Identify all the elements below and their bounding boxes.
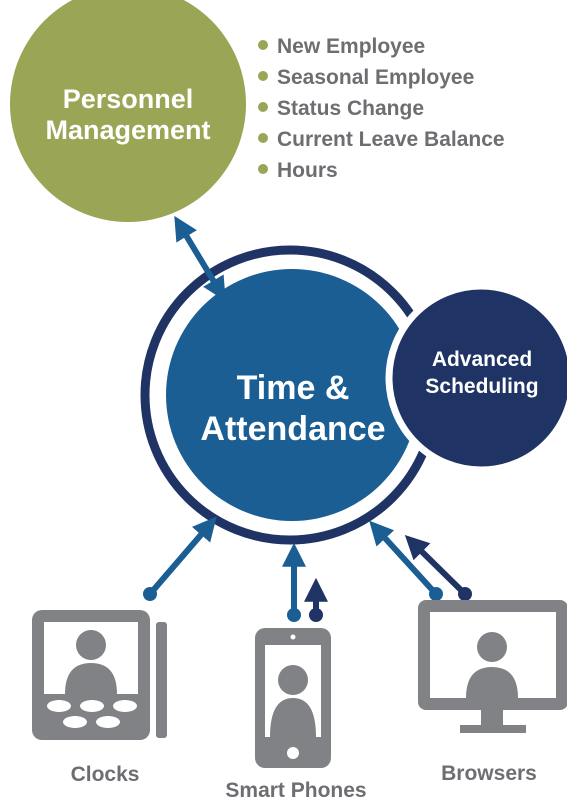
time-attendance-line1: Time & [236,369,350,407]
phone-connector-dot [287,608,301,622]
browser-connector-secondary [404,534,468,597]
monitor-icon [418,600,567,733]
browsers-label: Browsers [441,762,537,785]
sync-arrow [174,215,226,302]
browser-connector-dot [429,587,443,601]
personnel-label-line2: Management [45,115,211,146]
advanced-scheduling-label: Advanced Scheduling [402,346,562,401]
personnel-items-list: New Employee Seasonal Employee Status Ch… [258,31,505,186]
personnel-management-circle [10,0,246,222]
bullet-icon [258,164,268,175]
time-attendance-label: Time & Attendance [178,368,408,450]
browser-connector-secondary-dot [458,587,472,601]
time-attendance-core [166,269,418,521]
time-clock-icon [32,610,167,740]
personnel-label-line1: Personnel [62,84,194,114]
smart-phone-icon [255,628,331,768]
list-item: Status Change [258,93,505,124]
phone-connector-secondary-dot [309,608,323,622]
bullet-icon [258,102,268,113]
bullet-icon [258,133,268,144]
advanced-scheduling-circle [385,282,567,474]
time-attendance-line2: Attendance [200,409,386,448]
bullet-icon [258,40,268,51]
clock-connector [147,516,217,596]
advanced-scheduling-line2: Scheduling [425,375,539,399]
clocks-label: Clocks [70,763,140,786]
advanced-scheduling-line1: Advanced [431,348,533,371]
personnel-management-label: Personnel Management [28,84,228,146]
list-item: Seasonal Employee [258,62,505,93]
bullet-icon [258,71,268,82]
list-item: New Employee [258,31,505,62]
smart-phones-label: Smart Phones [225,779,367,802]
list-item: Hours [258,155,505,186]
clock-connector-dot [143,587,157,601]
list-item: Current Leave Balance [258,124,505,155]
